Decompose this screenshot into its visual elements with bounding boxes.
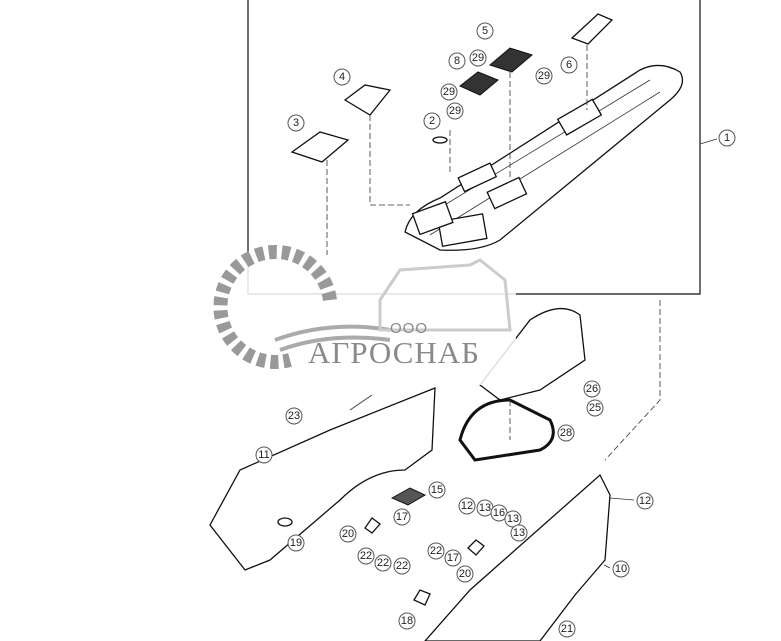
- callout-label: 3: [293, 117, 299, 129]
- callout-8: 8: [448, 52, 466, 70]
- callout-label: 29: [443, 86, 455, 98]
- combine-harvester-icon: [378, 258, 512, 332]
- grille-8: [459, 71, 499, 96]
- callout-label: 21: [561, 623, 573, 635]
- callout-label: 22: [430, 545, 442, 557]
- hood-panel: [457, 162, 498, 193]
- callout-label: 22: [377, 557, 389, 569]
- cover-20: [364, 517, 381, 534]
- callout-23: 23: [285, 407, 303, 425]
- callout-29: 29: [440, 83, 458, 101]
- cover-plate-4: [343, 84, 392, 116]
- callout-20: 20: [339, 525, 357, 543]
- callout-label: 17: [447, 552, 459, 564]
- callout-13: 13: [510, 524, 528, 542]
- callout-18: 18: [398, 612, 416, 630]
- callout-13: 13: [504, 510, 522, 528]
- callout-label: 10: [615, 563, 627, 575]
- callout-12: 12: [458, 497, 476, 515]
- callout-label: 29: [472, 52, 484, 64]
- seal-2: [432, 136, 448, 144]
- callout-15: 15: [428, 481, 446, 499]
- callout-label: 1: [724, 132, 730, 144]
- callout-22: 22: [374, 554, 392, 572]
- callout-22: 22: [357, 547, 375, 565]
- hood-panel: [411, 200, 454, 236]
- callout-label: 18: [401, 615, 413, 627]
- callout-22: 22: [427, 542, 445, 560]
- hood-cover: [404, 64, 684, 251]
- callout-label: 22: [396, 560, 408, 572]
- callout-label: 13: [507, 513, 519, 525]
- callout-6: 6: [560, 56, 578, 74]
- callout-label: 5: [482, 25, 488, 37]
- callout-label: 29: [449, 105, 461, 117]
- callout-label: 29: [538, 70, 550, 82]
- callout-29: 29: [469, 49, 487, 67]
- callout-1: 1: [718, 129, 736, 147]
- callout-29: 29: [446, 102, 464, 120]
- callout-label: 6: [566, 59, 572, 71]
- callout-17: 17: [444, 549, 462, 567]
- callout-28: 28: [557, 424, 575, 442]
- callout-label: 12: [639, 495, 651, 507]
- callout-11: 11: [255, 446, 273, 464]
- right-fender: [424, 473, 611, 641]
- callout-label: 2: [429, 115, 435, 127]
- callout-label: 20: [459, 568, 471, 580]
- callout-label: 25: [589, 402, 601, 414]
- gear-logo-icon: [213, 244, 337, 369]
- callout-label: 12: [461, 500, 473, 512]
- callout-10: 10: [612, 560, 630, 578]
- callout-26: 26: [583, 380, 601, 398]
- callout-2: 2: [423, 112, 441, 130]
- callout-20: 20: [456, 565, 474, 583]
- cover-18: [413, 589, 431, 606]
- callout-label: 13: [479, 502, 491, 514]
- callout-label: 8: [454, 55, 460, 67]
- callout-17: 17: [393, 508, 411, 526]
- callout-label: 4: [339, 71, 345, 83]
- watermark-prefix: ООО: [390, 320, 429, 337]
- hood-panel: [486, 176, 528, 210]
- callout-label: 20: [342, 528, 354, 540]
- callout-label: 16: [493, 507, 505, 519]
- gasket-28: [458, 398, 555, 462]
- callout-label: 28: [560, 427, 572, 439]
- cover-plate-6: [570, 13, 614, 45]
- step-pad-15: [390, 487, 427, 506]
- callout-label: 23: [288, 410, 300, 422]
- watermark-name: АГРОСНАБ: [308, 335, 480, 370]
- callout-label: 19: [290, 537, 302, 549]
- callout-22: 22: [393, 557, 411, 575]
- cover-plate-3: [290, 131, 350, 163]
- callout-3: 3: [287, 114, 305, 132]
- callout-label: 11: [258, 449, 269, 461]
- left-fender: [209, 387, 436, 571]
- callout-label: 22: [360, 550, 372, 562]
- callout-12: 12: [636, 492, 654, 510]
- callout-4: 4: [333, 68, 351, 86]
- callout-19: 19: [287, 534, 305, 552]
- callout-25: 25: [586, 399, 604, 417]
- callout-label: 13: [513, 527, 525, 539]
- hood-panel: [556, 98, 603, 136]
- callout-5: 5: [476, 22, 494, 40]
- callout-label: 15: [431, 484, 443, 496]
- callout-29: 29: [535, 67, 553, 85]
- grille-5: [488, 47, 534, 73]
- callout-21: 21: [558, 620, 576, 638]
- callout-label: 17: [396, 511, 408, 523]
- callout-label: 26: [586, 383, 598, 395]
- cover-20: [467, 539, 485, 556]
